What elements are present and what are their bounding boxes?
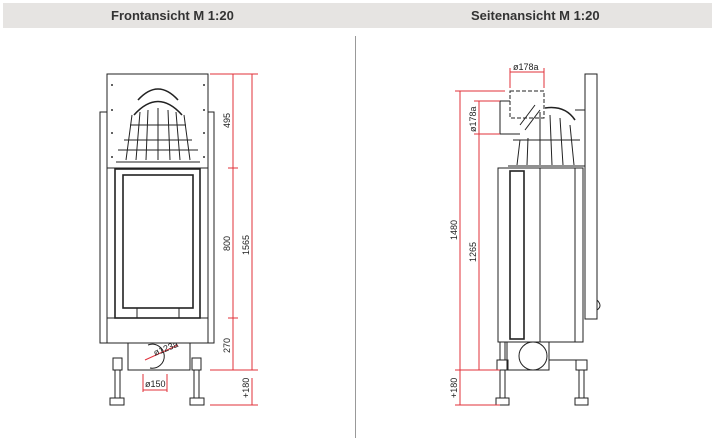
side-view-drawing: ø178a ø178a 1480 1265 +180 bbox=[449, 62, 601, 406]
front-window-glass bbox=[122, 174, 194, 309]
dim-front-495: 495 bbox=[222, 113, 232, 128]
dim-front-o150: ø150 bbox=[145, 379, 166, 389]
front-left-panel bbox=[99, 111, 108, 344]
front-view-drawing: 495 800 1565 270 +180 ø150 ø123a bbox=[99, 73, 258, 406]
front-view-title: Frontansicht M 1:20 bbox=[111, 8, 234, 23]
side-flue-box bbox=[509, 90, 545, 119]
dim-front-o123a: ø123a bbox=[152, 339, 179, 358]
dim-side-180: +180 bbox=[449, 378, 459, 398]
dim-side-o178a-top: ø178a bbox=[513, 62, 539, 72]
side-dimension-lines bbox=[455, 68, 545, 406]
view-divider bbox=[355, 36, 356, 438]
dim-front-1565: 1565 bbox=[241, 235, 251, 255]
side-legs bbox=[495, 342, 589, 406]
dim-front-800: 800 bbox=[222, 236, 232, 251]
dim-front-180: +180 bbox=[241, 378, 251, 398]
dim-side-1265: 1265 bbox=[468, 242, 478, 262]
front-legs bbox=[109, 357, 205, 406]
front-grate bbox=[136, 307, 180, 319]
front-dimension-lines bbox=[142, 73, 258, 406]
front-inlet-circle bbox=[147, 343, 165, 369]
front-ash-box bbox=[127, 342, 191, 371]
side-view-title: Seitenansicht M 1:20 bbox=[471, 8, 600, 23]
header-bar: Frontansicht M 1:20 Seitenansicht M 1:20 bbox=[3, 3, 712, 28]
side-duct-circle bbox=[518, 341, 548, 371]
dim-side-1480: 1480 bbox=[449, 220, 459, 240]
side-back-panel bbox=[584, 73, 598, 320]
side-door bbox=[509, 170, 525, 340]
side-duct-box bbox=[506, 341, 550, 371]
dim-front-270: 270 bbox=[222, 338, 232, 353]
front-right-panel bbox=[207, 111, 215, 344]
dim-side-o178a-side: ø178a bbox=[468, 106, 478, 132]
front-window-frame bbox=[114, 168, 201, 319]
side-burner-dome bbox=[508, 104, 585, 167]
front-burner-dome bbox=[116, 88, 200, 163]
